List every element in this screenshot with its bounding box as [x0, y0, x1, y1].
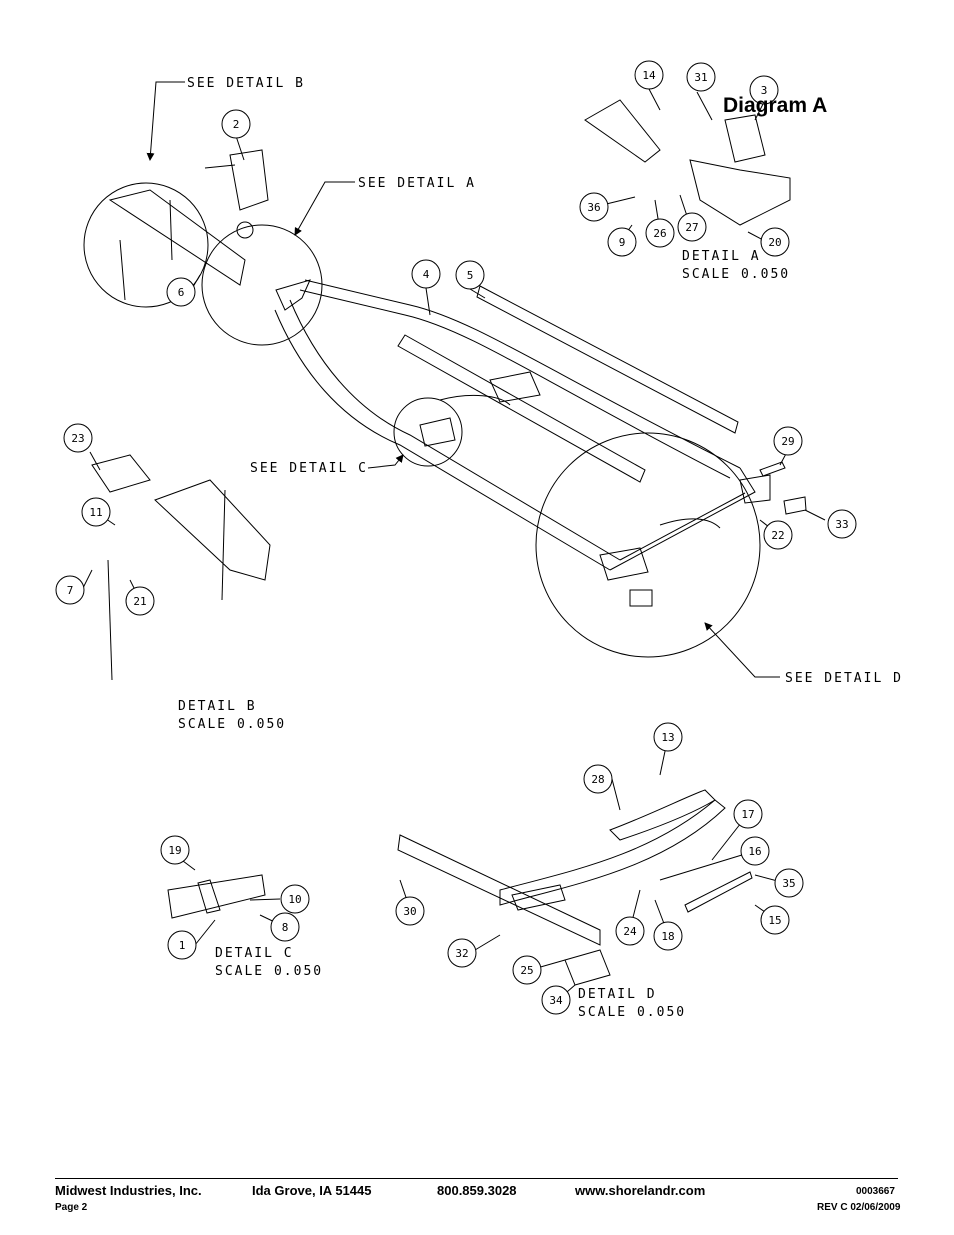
- balloon-23: 23: [63, 423, 93, 453]
- detail-b-scale: SCALE 0.050: [178, 717, 286, 732]
- balloon-label: 33: [835, 518, 848, 531]
- balloon-11: 11: [81, 497, 111, 527]
- balloon-26: 26: [645, 218, 675, 248]
- balloon-label: 13: [661, 731, 674, 744]
- balloon-label: 24: [623, 925, 637, 938]
- balloon-7: 7: [55, 575, 85, 605]
- balloon-31: 31: [686, 62, 716, 92]
- balloon-18: 18: [653, 921, 683, 951]
- detail-d-circle: [535, 432, 761, 658]
- footer-city: Ida Grove, IA 51445: [252, 1183, 372, 1198]
- balloon-2: 2: [221, 109, 251, 139]
- balloon-27: 27: [677, 212, 707, 242]
- footer-phone: 800.859.3028: [437, 1183, 517, 1198]
- balloon-25: 25: [512, 955, 542, 985]
- detail-b-name: DETAIL B: [178, 699, 257, 714]
- trailer-frame: [274, 279, 756, 571]
- balloon-label: 1: [179, 939, 186, 952]
- balloon-label: 27: [685, 221, 698, 234]
- detail-a-name: DETAIL A: [682, 249, 761, 264]
- balloon-label: 36: [587, 201, 600, 214]
- footer-page: Page 2: [55, 1202, 88, 1213]
- balloon-label: 28: [591, 773, 604, 786]
- balloon-36: 36: [579, 192, 609, 222]
- balloon-label: 20: [768, 236, 781, 249]
- balloon-label: 31: [694, 71, 707, 84]
- balloon-21: 21: [125, 586, 155, 616]
- balloon-label: 26: [653, 227, 666, 240]
- balloon-19: 19: [160, 835, 190, 865]
- balloon-10: 10: [280, 884, 310, 914]
- balloon-label: 34: [549, 994, 563, 1007]
- detail-c-name: DETAIL C: [215, 946, 294, 961]
- balloon-9: 9: [607, 227, 637, 257]
- balloon-label: 2: [233, 118, 240, 131]
- balloon-17: 17: [733, 799, 763, 829]
- balloon-29: 29: [773, 426, 803, 456]
- detail-a-scale: SCALE 0.050: [682, 267, 790, 282]
- footer-company: Midwest Industries, Inc.: [55, 1183, 202, 1198]
- balloon-label: 9: [619, 236, 626, 249]
- balloon-label: 23: [71, 432, 84, 445]
- balloon-label: 25: [520, 964, 533, 977]
- balloon-label: 35: [782, 877, 795, 890]
- balloon-label: 6: [178, 286, 185, 299]
- balloon-label: 16: [748, 845, 761, 858]
- balloon-label: 19: [168, 844, 181, 857]
- balloon-28: 28: [583, 764, 613, 794]
- balloon-label: 8: [282, 921, 289, 934]
- balloon-1: 1: [167, 930, 197, 960]
- balloon-label: 32: [455, 947, 468, 960]
- balloon-label: 22: [771, 529, 784, 542]
- balloon-label: 10: [288, 893, 301, 906]
- balloon-label: 30: [403, 905, 416, 918]
- see-detail-b-label: SEE DETAIL B: [187, 76, 305, 91]
- detail-d-scale: SCALE 0.050: [578, 1005, 686, 1020]
- balloon-label: 3: [761, 84, 768, 97]
- footer-revision: REV C 02/06/2009: [817, 1202, 901, 1213]
- balloon-label: 14: [642, 69, 656, 82]
- balloon-label: 15: [768, 914, 781, 927]
- detail-b-circle: [83, 182, 209, 308]
- balloon-8: 8: [270, 912, 300, 942]
- balloon-32: 32: [447, 938, 477, 968]
- footer-website: www.shorelandr.com: [575, 1183, 706, 1198]
- balloon-20: 20: [760, 227, 790, 257]
- balloon-30: 30: [395, 896, 425, 926]
- balloon-34: 34: [541, 985, 571, 1015]
- balloon-14: 14: [634, 60, 664, 90]
- balloon-label: 4: [423, 268, 430, 281]
- balloon-5: 5: [455, 260, 485, 290]
- balloon-4: 4: [411, 259, 441, 289]
- balloon-label: 21: [133, 595, 146, 608]
- footer-doc-number: 0003667: [856, 1186, 895, 1197]
- balloon-35: 35: [774, 868, 804, 898]
- detail-d-name: DETAIL D: [578, 987, 657, 1002]
- balloon-label: 7: [67, 584, 74, 597]
- footer-divider: [55, 1178, 898, 1179]
- detail-c-scale: SCALE 0.050: [215, 964, 323, 979]
- balloon-3: 3: [749, 75, 779, 105]
- see-detail-c-label: SEE DETAIL C: [250, 461, 368, 476]
- balloon-16: 16: [740, 836, 770, 866]
- balloon-label: 29: [781, 435, 794, 448]
- balloon-22: 22: [763, 520, 793, 550]
- diagram-title: Diagram A: [723, 94, 828, 117]
- see-detail-a-label: SEE DETAIL A: [358, 176, 476, 191]
- balloon-label: 5: [467, 269, 474, 282]
- detail-a-circle: [201, 224, 323, 346]
- balloon-13: 13: [653, 722, 683, 752]
- balloon-15: 15: [760, 905, 790, 935]
- balloon-6: 6: [166, 277, 196, 307]
- balloon-24: 24: [615, 916, 645, 946]
- bunk-boards: [397, 285, 739, 483]
- balloon-label: 18: [661, 930, 674, 943]
- balloon-label: 17: [741, 808, 754, 821]
- see-detail-d-label: SEE DETAIL D: [785, 671, 903, 686]
- detail-c-circle: [393, 397, 463, 467]
- balloon-33: 33: [827, 509, 857, 539]
- balloon-label: 11: [89, 506, 102, 519]
